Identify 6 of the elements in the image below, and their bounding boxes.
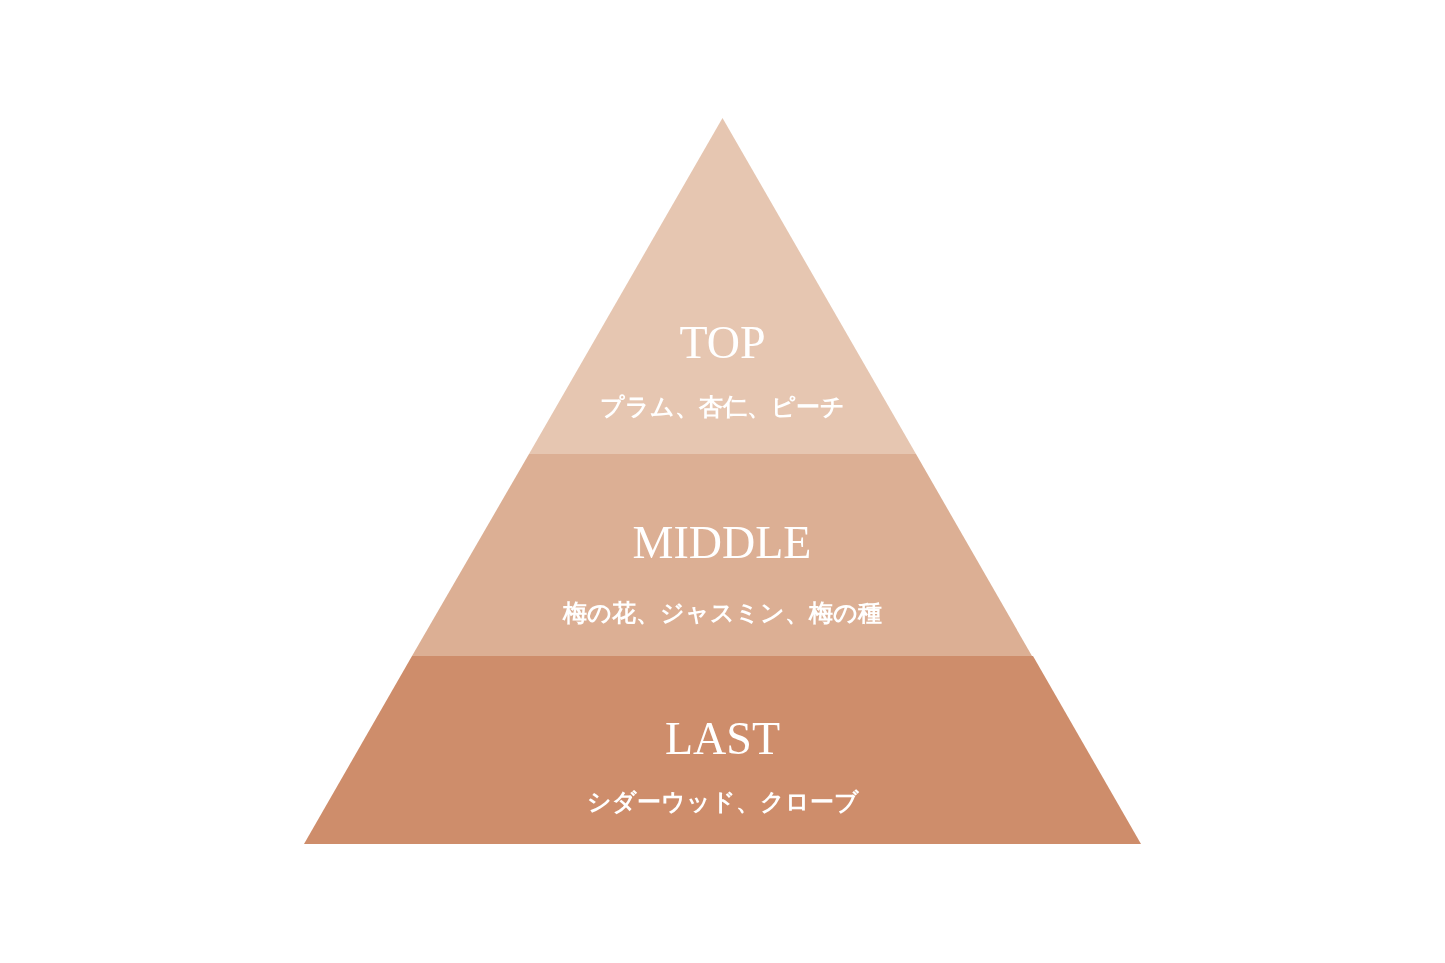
note-list: 梅の花、ジャスミン、梅の種 [562,598,882,628]
note-list: プラム、杏仁、ピーチ [600,392,845,422]
tier-heading: MIDDLE [632,518,812,568]
tier-heading: LAST [665,714,780,764]
note-list: シダーウッド、クローブ [586,787,859,817]
tier-heading: TOP [679,318,766,368]
